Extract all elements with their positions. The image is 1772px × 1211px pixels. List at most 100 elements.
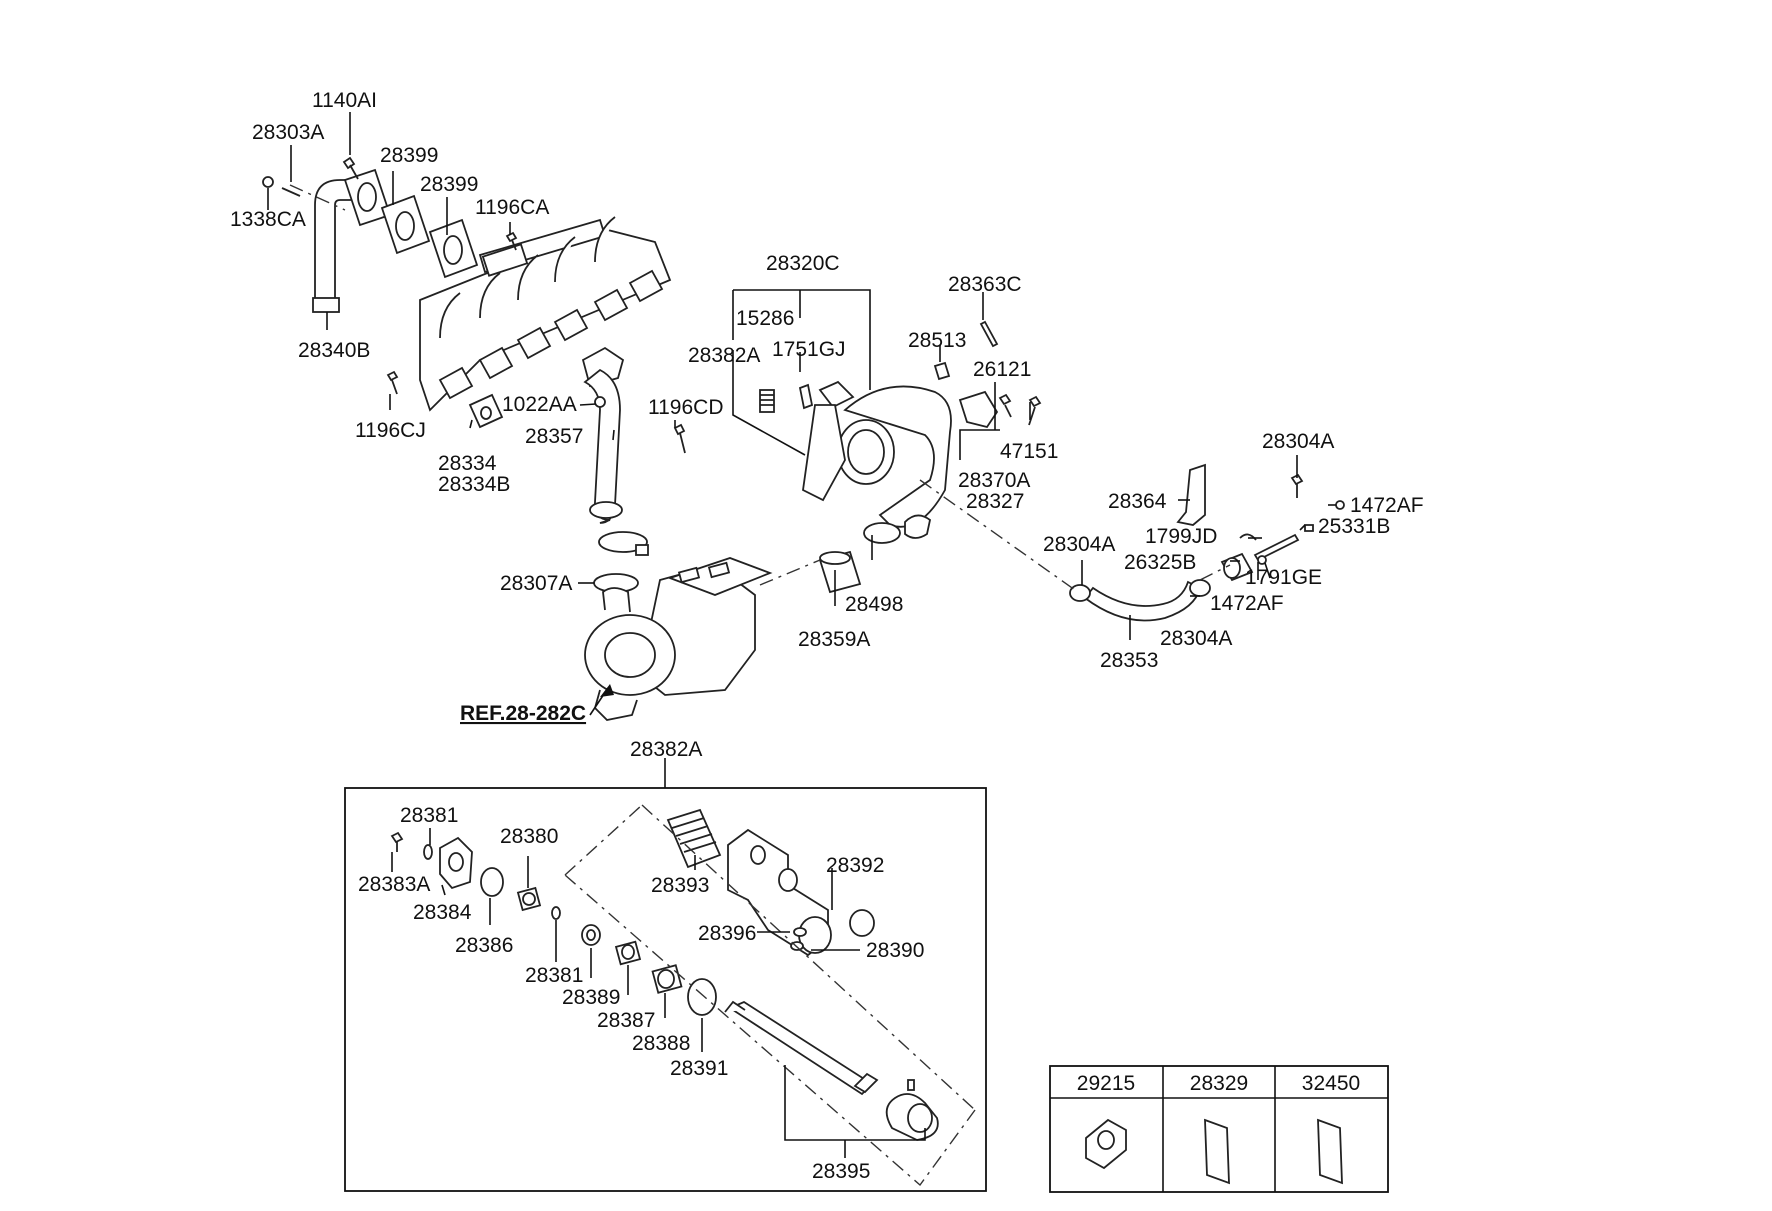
label-28370a: 28370A (958, 469, 1030, 492)
bolt-28304a-top (1290, 473, 1304, 498)
bolt-47151 (1028, 395, 1042, 426)
bushing-28380 (516, 886, 542, 912)
bolt-1196ca (505, 231, 518, 251)
gasket-28399a (380, 194, 431, 255)
label-28393: 28393 (651, 874, 709, 897)
label-1022aa: 1022AA (502, 393, 577, 416)
spring-28393 (666, 808, 722, 869)
label-28359a: 28359A (798, 628, 870, 651)
label-15286: 15286 (736, 307, 794, 330)
label-28513: 28513 (908, 329, 966, 352)
flange-28384 (439, 836, 473, 890)
label-28304a-mid: 28304A (1043, 533, 1115, 556)
gasket-28334 (468, 393, 504, 429)
legend-header-28329: 28329 (1190, 1072, 1248, 1095)
label-28334: 28334 (438, 452, 497, 475)
label-28399-a: 28399 (380, 144, 438, 167)
washer-28396a (793, 927, 807, 937)
label-25331b: 25331B (1318, 515, 1390, 538)
label-28384: 28384 (413, 901, 472, 924)
label-28327: 28327 (966, 490, 1024, 513)
label-1751gj: 1751GJ (772, 338, 846, 361)
turbocharger (584, 557, 773, 721)
label-28383a: 28383A (358, 873, 430, 896)
label-1472af-a: 1472AF (1350, 494, 1424, 517)
box-leader-lines (391, 828, 926, 1158)
legend-header-32450: 32450 (1302, 1072, 1360, 1095)
clamp-28304a-left (1069, 584, 1091, 602)
seal-28389 (581, 924, 601, 946)
oring-28386 (480, 867, 504, 897)
legend-header-29215: 29215 (1077, 1072, 1135, 1095)
bolt-1196cj (386, 370, 399, 395)
housing-28392 (727, 828, 832, 957)
nut-1338ca (262, 176, 274, 188)
label-28399-b: 28399 (420, 173, 478, 196)
hose-28359a (818, 550, 862, 594)
label-28334b: 28334B (438, 473, 510, 496)
label-28391: 28391 (670, 1057, 728, 1080)
label-1338ca: 1338CA (230, 208, 306, 231)
stud-28303a (281, 187, 301, 197)
bracket-28370a (958, 390, 999, 429)
oring-28381b (551, 906, 561, 920)
clamp-top (598, 531, 649, 556)
label-26121: 26121 (973, 358, 1031, 381)
label-1196ca: 1196CA (475, 196, 549, 219)
label-26325b: 26325B (1124, 551, 1196, 574)
label-28304a-top: 28304A (1262, 430, 1334, 453)
bolt-28383a (390, 831, 404, 852)
nut-1472af-b (1257, 555, 1267, 565)
part-labels: 1140AI 28303A 1338CA 28399 28399 1196CA … (230, 89, 1424, 1183)
clamp-28304a-right (1189, 579, 1211, 597)
label-1196cd: 1196CD (648, 396, 724, 419)
label-28304a-bottom: 28304A (1160, 627, 1232, 650)
label-28396: 28396 (698, 922, 756, 945)
bolt-26121 (998, 393, 1012, 418)
label-47151: 47151 (1000, 440, 1058, 463)
label-28382a-head: 28382A (630, 738, 702, 761)
label-1799jd: 1799JD (1145, 525, 1217, 548)
exhaust-manifold (419, 216, 672, 412)
down-pipe (581, 346, 625, 524)
bar-28363c (979, 320, 999, 348)
label-28340b: 28340B (298, 339, 370, 362)
legend-sheet-28329 (1204, 1118, 1230, 1185)
nut-1472af-a (1335, 500, 1345, 510)
sensor-26325b (1220, 552, 1254, 582)
label-1140ai: 1140AI (312, 89, 377, 112)
label-28381-b: 28381 (525, 964, 583, 987)
label-28353: 28353 (1100, 649, 1158, 672)
seal-28388 (651, 964, 683, 994)
label-28364: 28364 (1108, 490, 1167, 513)
label-28363c: 28363C (948, 273, 1022, 296)
label-1791ge: 1791GE (1245, 566, 1322, 589)
nut-1022aa (594, 396, 606, 408)
label-28320c: 28320C (766, 252, 840, 275)
label-28387: 28387 (597, 1009, 655, 1032)
gasket-28399b (428, 218, 479, 279)
label-28307a: 28307A (500, 572, 572, 595)
legend-sheet-32450 (1317, 1118, 1343, 1185)
label-1472af-b: 1472AF (1210, 592, 1284, 615)
oring-28381a (423, 844, 433, 860)
bolt-1196cd (673, 423, 686, 454)
rod-1791ge (1253, 533, 1300, 562)
label-28392: 28392 (826, 854, 884, 877)
legend-table: 29215 28329 32450 (1049, 1065, 1389, 1193)
manifold-ports (438, 269, 664, 400)
ref-label[interactable]: REF.28-282C (460, 702, 586, 725)
intake-pipe-assembly (802, 380, 952, 539)
leader-lines (267, 112, 1336, 640)
valve-15286 (759, 389, 775, 413)
label-28380: 28380 (500, 825, 558, 848)
clamp-28498 (863, 522, 901, 544)
label-28386: 28386 (455, 934, 513, 957)
label-28390: 28390 (866, 939, 924, 962)
label-28303a: 28303A (252, 121, 324, 144)
pin-28513 (933, 361, 951, 381)
elbow-pipe (312, 168, 392, 313)
gasket-1751gj (798, 383, 814, 410)
legend-gasket-29215 (1085, 1118, 1127, 1170)
